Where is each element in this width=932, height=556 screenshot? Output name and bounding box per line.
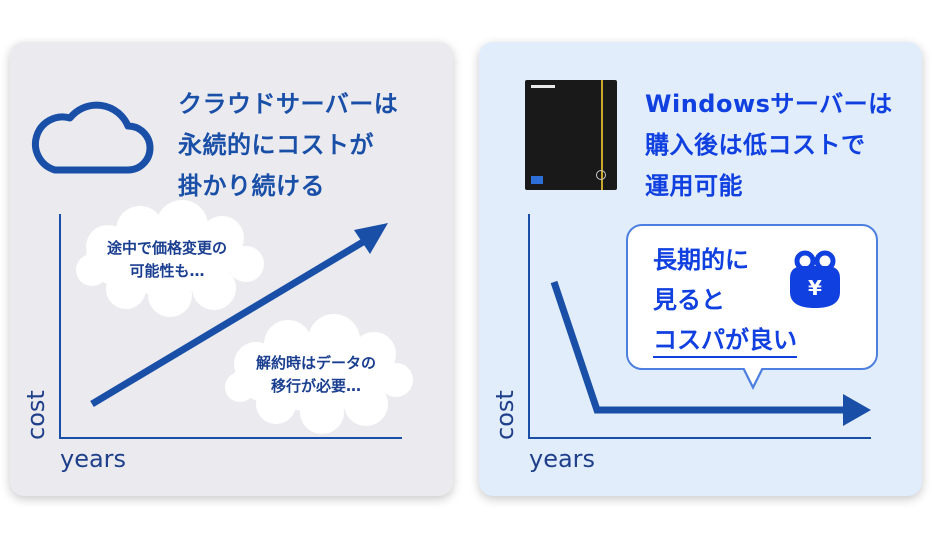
bubble-line-2: 見ると bbox=[653, 286, 725, 314]
yen-purse-icon: ¥ bbox=[790, 250, 840, 308]
data-migration-note-line-1: 解約時はデータの bbox=[255, 354, 376, 372]
cloud-headline-line-3: 掛かり続ける bbox=[178, 172, 325, 200]
cost-trend-line bbox=[550, 280, 847, 414]
server-image bbox=[525, 80, 617, 190]
server-sticker bbox=[531, 176, 543, 184]
x-axis-label: years bbox=[60, 445, 127, 473]
data-migration-note-line-2: 移行が必要… bbox=[270, 377, 361, 395]
note-cloud-1 bbox=[76, 200, 264, 317]
svg-text:¥: ¥ bbox=[808, 276, 822, 300]
cost-performance-bubble: 長期的に 見ると コスパが良い ¥ bbox=[626, 224, 878, 370]
note-cloud-2 bbox=[225, 314, 413, 434]
windows-cost-diagram bbox=[528, 214, 871, 439]
windows-headline-line-1: Windowsサーバーは bbox=[645, 90, 893, 118]
cloud-icon bbox=[31, 101, 154, 174]
windows-headline-line-3: 運用可能 bbox=[645, 172, 743, 200]
x-axis-label: years bbox=[529, 445, 596, 473]
cost-trend-arrowhead bbox=[843, 394, 871, 426]
windows-server-panel: Windowsサーバーは 購入後は低コストで 運用可能 長期的に 見ると コスパ… bbox=[479, 42, 922, 496]
server-brand-mark bbox=[531, 85, 555, 88]
bubble-tail-fill bbox=[744, 367, 762, 385]
price-change-note: 途中で価格変更の 可能性も… bbox=[92, 237, 242, 283]
cloud-headline-line-1: クラウドサーバーは bbox=[178, 90, 399, 118]
power-button-icon bbox=[596, 170, 606, 180]
cloud-server-panel: クラウドサーバーは 永続的にコストが 掛かり続ける 途中で価格変更の 可能性も…… bbox=[10, 42, 453, 496]
cloud-cost-diagram bbox=[31, 101, 413, 439]
data-migration-note: 解約時はデータの 移行が必要… bbox=[238, 352, 394, 398]
y-axis-label: cost bbox=[22, 390, 50, 440]
windows-headline-line-2: 購入後は低コストで bbox=[645, 131, 866, 159]
bubble-line-3: コスパが良い bbox=[653, 324, 797, 358]
cloud-headline: クラウドサーバーは 永続的にコストが 掛かり続ける bbox=[178, 84, 448, 207]
y-axis-label: cost bbox=[491, 390, 519, 440]
server-stripe bbox=[601, 80, 603, 190]
bubble-line-1: 長期的に bbox=[653, 246, 749, 274]
cost-trend-line bbox=[90, 235, 370, 408]
bubble-text: 長期的に 見ると コスパが良い bbox=[653, 240, 797, 360]
price-change-note-line-1: 途中で価格変更の bbox=[106, 239, 227, 257]
windows-headline: Windowsサーバーは 購入後は低コストで 運用可能 bbox=[645, 84, 915, 207]
price-change-note-line-2: 可能性も… bbox=[129, 262, 205, 280]
cloud-headline-line-2: 永続的にコストが bbox=[178, 131, 374, 159]
cost-trend-arrowhead bbox=[354, 223, 388, 254]
